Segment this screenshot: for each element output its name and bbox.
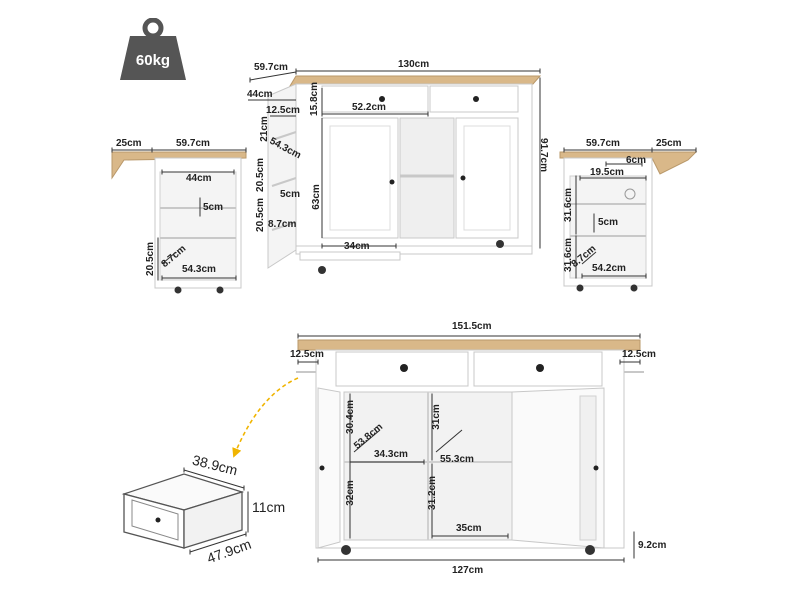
right-leaf-label: 25cm — [656, 138, 682, 149]
front-drawer-width-label: 52.2cm — [352, 102, 386, 113]
open-total-width-label: 151.5cm — [452, 321, 492, 332]
drawer-height-label: 11cm — [252, 499, 286, 515]
weight-icon — [120, 18, 186, 80]
right-side-view — [559, 147, 698, 292]
front-side-gap-label: 5cm — [280, 189, 301, 200]
front-inner-depth-label: 44cm — [247, 89, 273, 100]
detail-arrow — [232, 377, 299, 458]
front-drawer-height-label: 15.8cm — [308, 82, 320, 116]
open-upper-left-height-label: 30.4cm — [344, 400, 356, 434]
drawer-detail — [121, 467, 249, 555]
open-left-leaf-label: 12.5cm — [290, 349, 324, 360]
weight-label: 60kg — [135, 52, 171, 69]
open-front-view — [296, 333, 644, 563]
left-depth-label: 59.7cm — [176, 138, 210, 149]
open-lower-right-height-label: 31.2cm — [426, 476, 438, 510]
front-cabinet-width-label: 34cm — [344, 241, 370, 252]
open-upper-width-label: 34.3cm — [374, 449, 408, 460]
open-upper-right-height-label: 31cm — [430, 404, 442, 430]
right-h2-label: 31.6cm — [562, 238, 574, 272]
front-width-label: 130cm — [398, 59, 430, 70]
front-side-rail-label: 8.7cm — [268, 219, 297, 230]
open-lower-left-height-label: 32cm — [344, 480, 356, 506]
left-gap-label: 5cm — [203, 202, 224, 213]
front-perspective-view — [248, 68, 542, 274]
left-bottom-height-label: 20.5cm — [144, 242, 156, 276]
open-base-height-label: 9.2cm — [638, 540, 667, 551]
right-hook-label: 6cm — [626, 155, 647, 166]
left-shelf-width-label: 54.3cm — [182, 264, 216, 275]
right-depth-label: 59.7cm — [586, 138, 620, 149]
open-right-leaf-label: 12.5cm — [622, 349, 656, 360]
front-side-h3-label: 20.5cm — [254, 198, 266, 232]
left-inner-label: 44cm — [186, 173, 212, 184]
right-rack-label: 19.5cm — [590, 167, 624, 178]
left-side-view — [111, 147, 247, 294]
front-side-h1-label: 21cm — [258, 116, 270, 142]
front-cabinet-height-label: 63cm — [310, 184, 322, 210]
front-height-label: 91.7cm — [537, 138, 549, 172]
right-shelf-width-label: 54.2cm — [592, 263, 626, 274]
front-side-h2-label: 20.5cm — [254, 158, 266, 192]
left-leaf-label: 25cm — [116, 138, 142, 149]
open-base-width-label: 127cm — [452, 565, 484, 576]
right-gap-label: 5cm — [598, 217, 619, 228]
open-lower-width-label: 35cm — [456, 523, 482, 534]
front-side-shelf-label: 12.5cm — [266, 105, 300, 116]
front-depth-label: 59.7cm — [254, 62, 288, 73]
open-mid-depth-label: 55.3cm — [440, 454, 474, 465]
right-h1-label: 31.6cm — [562, 188, 574, 222]
